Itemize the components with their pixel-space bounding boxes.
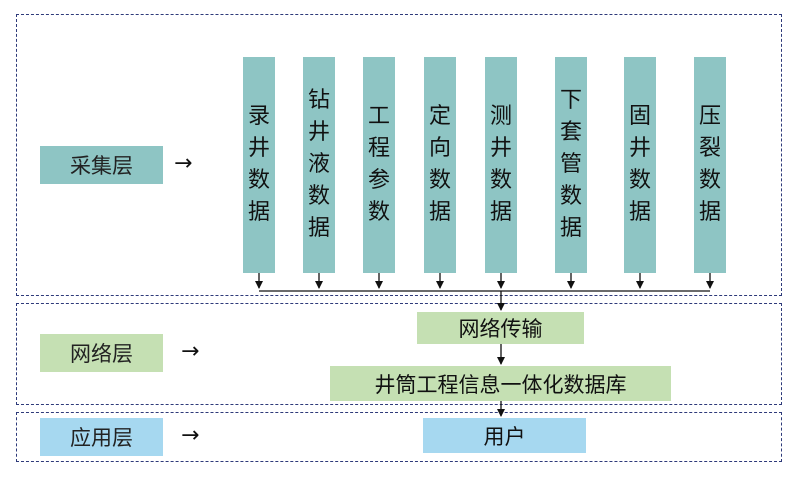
- collect-item-engineering-params: 工程参数: [363, 57, 395, 273]
- collect-item-casing: 下套管数据: [555, 57, 587, 273]
- application-layer-label: 应用层: [40, 418, 163, 456]
- users-box: 用户: [423, 418, 586, 453]
- collect-arrow-icon: →: [174, 151, 193, 176]
- collect-item-well-logging: 测井数据: [485, 57, 517, 273]
- collect-item-mudlog: 录井数据: [243, 57, 275, 273]
- network-layer-label: 网络层: [40, 334, 163, 372]
- application-arrow-icon: →: [181, 423, 200, 448]
- collect-item-cementing: 固井数据: [624, 57, 656, 273]
- network-transfer-box: 网络传输: [417, 312, 584, 344]
- collect-item-directional: 定向数据: [424, 57, 456, 273]
- application-layer-region: [16, 412, 782, 462]
- collect-layer-label: 采集层: [40, 146, 163, 184]
- network-layer-region: [16, 303, 782, 405]
- collect-item-drilling-fluid: 钻井液数据: [303, 57, 335, 273]
- collect-layer-region: [16, 14, 782, 296]
- wellbore-database-box: 井筒工程信息一体化数据库: [330, 366, 671, 401]
- collect-item-fracturing: 压裂数据: [694, 57, 726, 273]
- network-arrow-icon: →: [181, 339, 200, 364]
